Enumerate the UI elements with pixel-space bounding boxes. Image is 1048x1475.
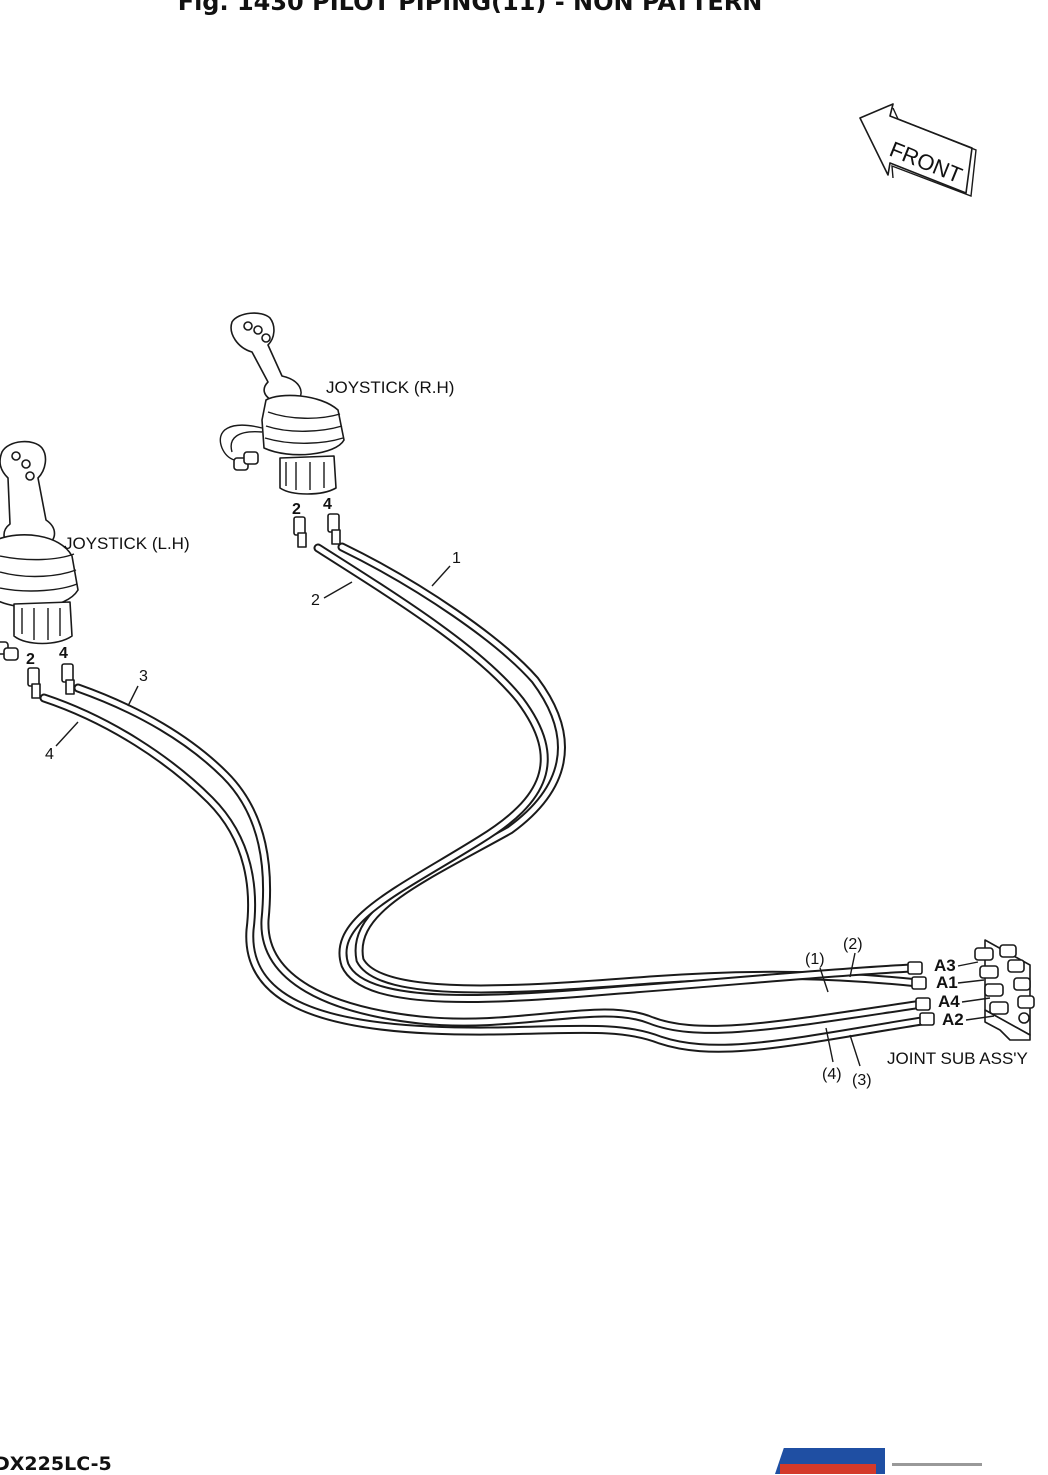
- port-a1: A1: [936, 973, 958, 992]
- callout-hose-3: 3: [139, 668, 148, 685]
- joystick-rh: [219, 312, 345, 495]
- joint-sub-assy-label: JOINT SUB ASS'Y: [887, 1049, 1028, 1068]
- lh-port-2: 2: [26, 651, 35, 668]
- hose-1: [337, 542, 923, 994]
- callout-hose-1: 1: [452, 550, 461, 567]
- callout-end-1: (1): [805, 951, 825, 968]
- joint-sub-assy: [907, 939, 1035, 1041]
- port-a2: A2: [942, 1010, 964, 1029]
- model-number: DX225LC-5: [0, 1453, 112, 1475]
- front-arrow-icon: FRONT: [859, 103, 977, 197]
- callout-end-4: (4): [822, 1066, 842, 1083]
- callout-hose-4: 4: [45, 746, 54, 763]
- callout-end-3: (3): [852, 1072, 872, 1089]
- joystick-lh-label: JOYSTICK (L.H): [64, 534, 190, 553]
- brand-logo-mark-icon: [780, 1464, 876, 1474]
- joystick-rh-label: JOYSTICK (R.H): [326, 378, 454, 397]
- joystick-lh: [0, 440, 79, 661]
- pilot-hoses: [39, 542, 933, 1053]
- hose-2: [313, 543, 917, 1004]
- rh-port-4: 4: [323, 496, 332, 513]
- brand-tagline-icon: [892, 1463, 982, 1466]
- rh-port-2: 2: [292, 501, 301, 518]
- figure-title: Fig. 1430 PILOT PIPING(11) - NON PATTERN: [177, 0, 763, 16]
- lh-port-4: 4: [59, 645, 68, 662]
- callout-hose-2: 2: [311, 592, 320, 609]
- joystick-fittings: [27, 513, 341, 699]
- port-a3: A3: [934, 956, 956, 975]
- callout-end-2: (2): [843, 936, 863, 953]
- port-a4: A4: [938, 992, 960, 1011]
